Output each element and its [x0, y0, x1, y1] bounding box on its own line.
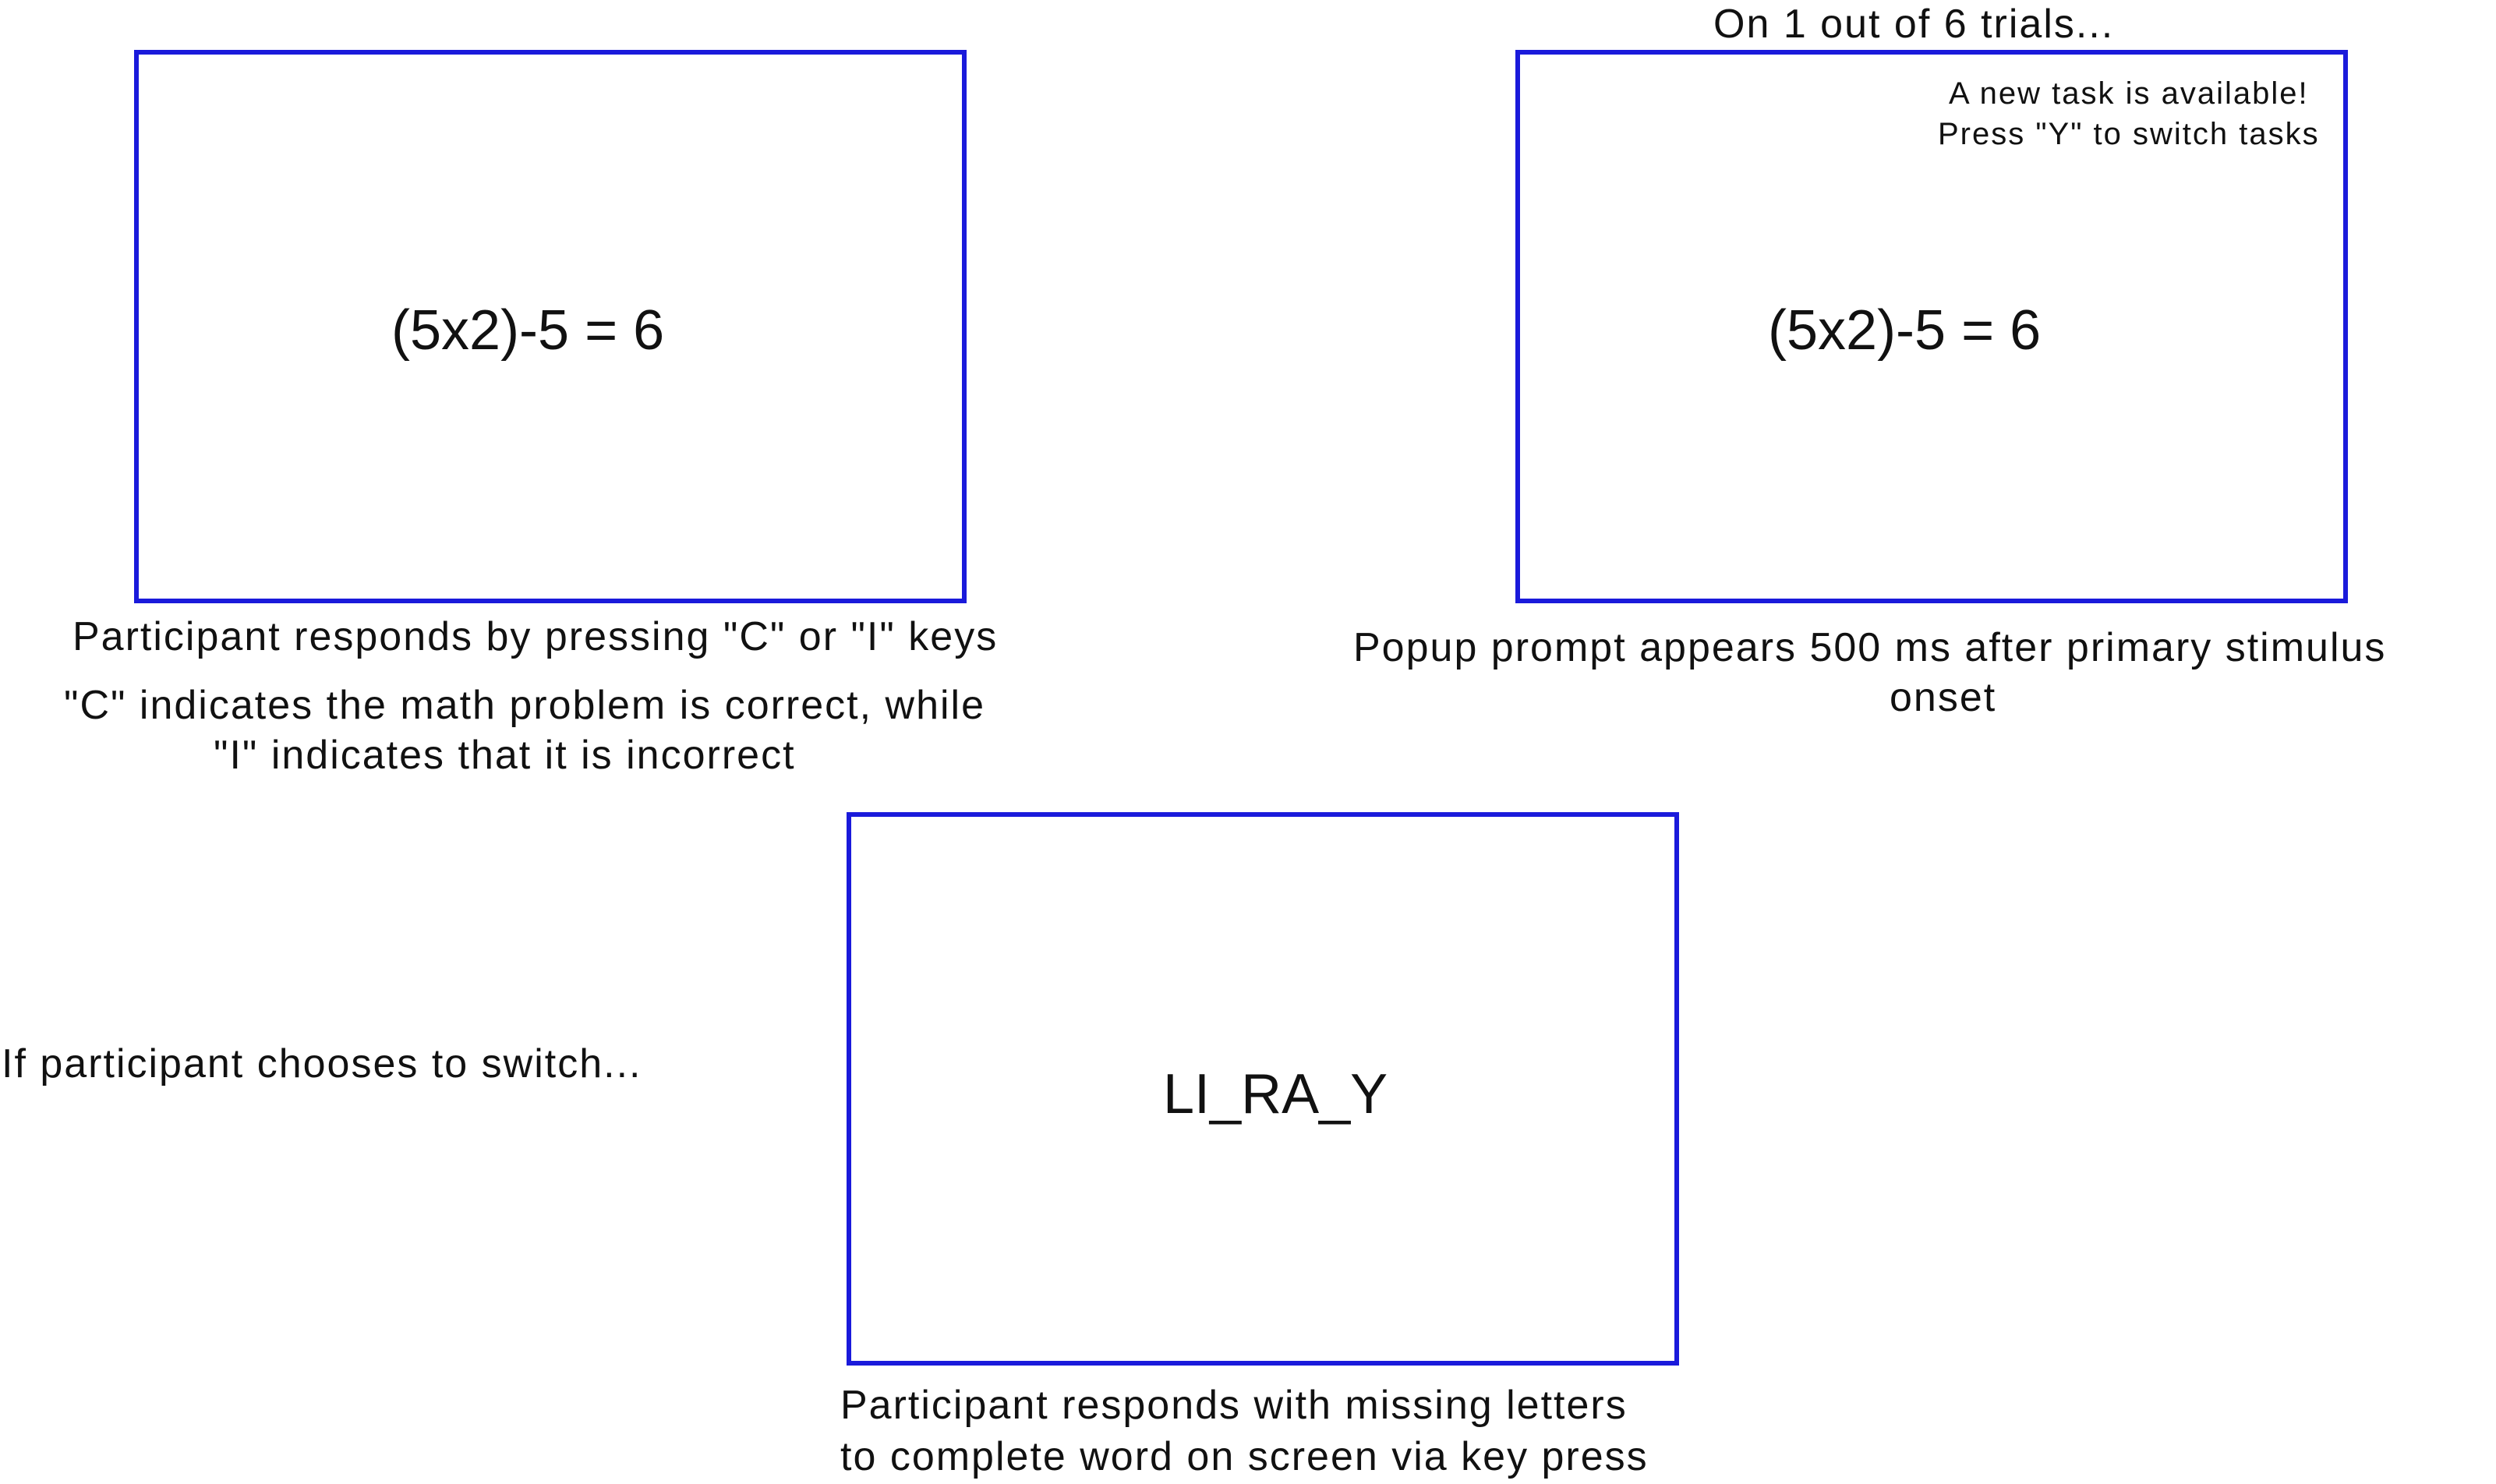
math-key-explanation-line-1: "C" indicates the math problem is correc…: [64, 683, 986, 728]
popup-timing-caption-line-1: Popup prompt appears 500 ms after primar…: [1353, 625, 2387, 670]
word-response-caption-line-1: Participant responds with missing letter…: [840, 1383, 1628, 1428]
word-completion-stimulus: LI_RA_Y: [1163, 1063, 1388, 1125]
switch-popup-prompt: A new task is available! Press "Y" to sw…: [1938, 73, 2320, 154]
popup-prompt-line-2: Press "Y" to switch tasks: [1938, 117, 2320, 151]
word-response-caption: Participant responds with missing letter…: [840, 1380, 1649, 1482]
math-key-explanation-line-2: "I" indicates that it is incorrect: [214, 733, 796, 778]
popup-prompt-line-1: A new task is available!: [1949, 76, 2309, 111]
popup-math-problem-stimulus: (5x2)-5 = 6: [1768, 299, 2042, 362]
math-problem-stimulus: (5x2)-5 = 6: [391, 299, 665, 362]
math-task-screen: (5x2)-5 = 6: [134, 50, 967, 603]
word-response-caption-line-2: to complete word on screen via key press: [840, 1434, 1649, 1479]
popup-trial-frequency-header: On 1 out of 6 trials...: [1713, 2, 2115, 47]
popup-timing-caption-line-2: onset: [1890, 675, 1997, 720]
math-response-caption: Participant responds by pressing "C" or …: [72, 614, 999, 659]
popup-task-screen: A new task is available! Press "Y" to sw…: [1515, 50, 2348, 603]
word-task-screen: LI_RA_Y: [847, 812, 1679, 1366]
switch-lead-in-text: If participant chooses to switch...: [2, 1041, 642, 1086]
